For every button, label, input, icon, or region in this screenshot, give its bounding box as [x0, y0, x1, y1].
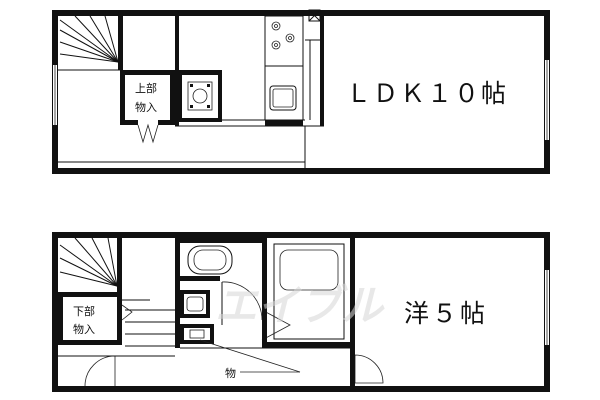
- lower-wall-left: [52, 232, 58, 392]
- upper-storage-label-top: 上部: [135, 81, 157, 95]
- bathroom: [262, 238, 355, 348]
- ldk-partition: [320, 16, 324, 126]
- lower-storage-label-bottom: 物入: [73, 322, 95, 336]
- closet-label: 物: [225, 366, 236, 380]
- sink-icon: [269, 85, 297, 111]
- lower-staircase: [52, 237, 175, 347]
- stove-burner-icon: [271, 40, 281, 50]
- stove-burner-icon: [271, 21, 281, 31]
- ldk-label: ＬＤＫ１０帖: [346, 79, 508, 108]
- toilet-icon: [187, 245, 233, 275]
- toilet-room: [175, 238, 265, 348]
- upper-floor: 上部 物入: [52, 9, 550, 174]
- upper-storage-label-bottom: 物入: [135, 100, 157, 114]
- entrance-door: [84, 355, 116, 387]
- lower-storage: 下部 物入: [58, 297, 133, 345]
- upper-wall-bottom: [52, 168, 550, 174]
- watermark: エイブル: [215, 281, 385, 330]
- washbasin: [180, 290, 214, 344]
- upper-wall-top: [52, 10, 550, 16]
- bedroom-door: [354, 354, 384, 384]
- closet: 物: [180, 339, 350, 380]
- bathtub-icon: [273, 243, 345, 340]
- lower-wall-top: [52, 232, 550, 238]
- refrigerator: [178, 70, 222, 122]
- kitchen-counter: [264, 15, 304, 126]
- upper-partition: [175, 16, 179, 126]
- lower-floor: 下部 物入: [52, 232, 550, 392]
- upper-staircase: [58, 15, 123, 71]
- bedroom-label: 洋５帖: [404, 299, 488, 328]
- stove-burner-icon: [285, 33, 295, 43]
- lower-wall-bottom: [52, 386, 550, 392]
- upper-storage: 上部 物入: [120, 70, 175, 144]
- bath-door-arc: [221, 281, 263, 321]
- vent-icon: [308, 9, 321, 22]
- lower-storage-label-top: 下部: [73, 304, 95, 318]
